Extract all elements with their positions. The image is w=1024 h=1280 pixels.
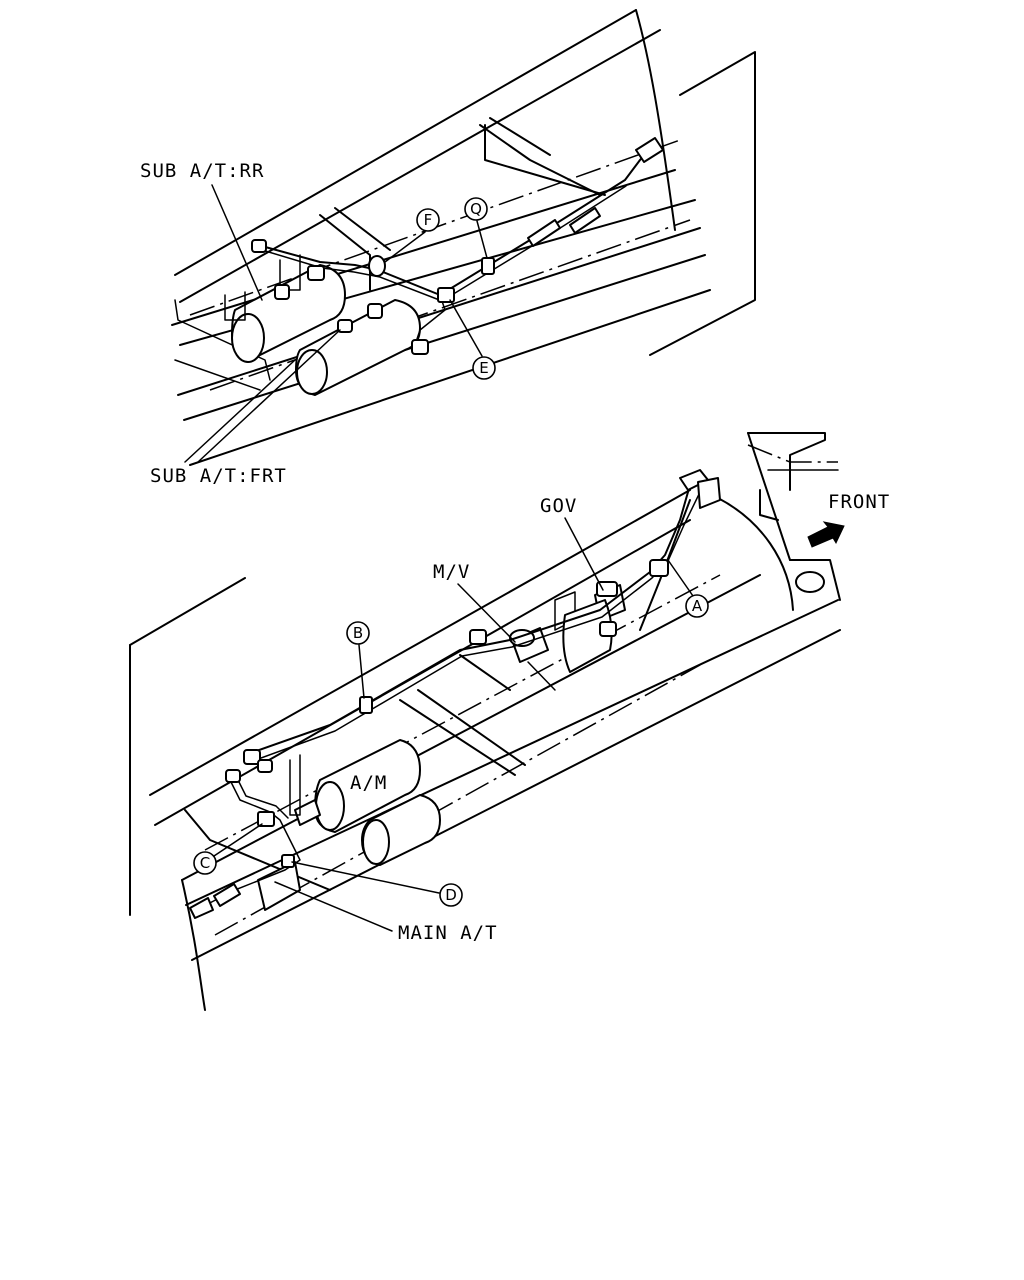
svg-text:E: E [479, 359, 488, 377]
callout-f: F [384, 208, 440, 263]
callout-q: Q [464, 197, 488, 259]
bottom-labels: GOV M/V A/M MAIN A/T FRONT A B C D [193, 491, 890, 944]
leader-main-at [274, 881, 393, 932]
label-front: FRONT [828, 491, 890, 513]
am-actuator [289, 739, 421, 833]
leader-gov [564, 517, 604, 591]
callout-e: E [449, 299, 496, 380]
leader-sub-at-frt-1 [184, 359, 296, 463]
sub-at-frt-tank [295, 299, 421, 396]
callout-d: D [291, 861, 463, 907]
svg-text:F: F [424, 211, 433, 229]
leader-mv [457, 583, 516, 643]
label-mv: M/V [433, 561, 470, 583]
top-labels: SUB A/T:RR SUB A/T:FRT F Q E [140, 160, 496, 487]
callout-b: B [346, 621, 370, 699]
label-gov: GOV [540, 495, 577, 517]
svg-text:B: B [353, 624, 363, 642]
callout-c: C [193, 823, 263, 875]
am-second-cylinder [361, 794, 441, 866]
leader-sub-at-frt-2 [197, 329, 341, 463]
front-frame-section [129, 432, 841, 1011]
callout-a: A [667, 559, 709, 618]
label-main-at: MAIN A/T [398, 922, 498, 944]
sub-at-rr-tank [231, 264, 346, 363]
leader-sub-at-rr [211, 184, 263, 301]
label-sub-at-rr: SUB A/T:RR [140, 160, 264, 182]
svg-text:A: A [692, 597, 703, 615]
rear-frame-section [171, 9, 756, 466]
label-am: A/M [350, 772, 387, 794]
svg-text:D: D [445, 886, 457, 904]
front-arrow-icon [807, 521, 845, 548]
main-at-tank [257, 861, 301, 911]
transmission-housing [717, 432, 841, 611]
svg-text:Q: Q [470, 200, 482, 218]
label-sub-at-frt: SUB A/T:FRT [150, 465, 287, 487]
svg-text:C: C [200, 854, 210, 872]
